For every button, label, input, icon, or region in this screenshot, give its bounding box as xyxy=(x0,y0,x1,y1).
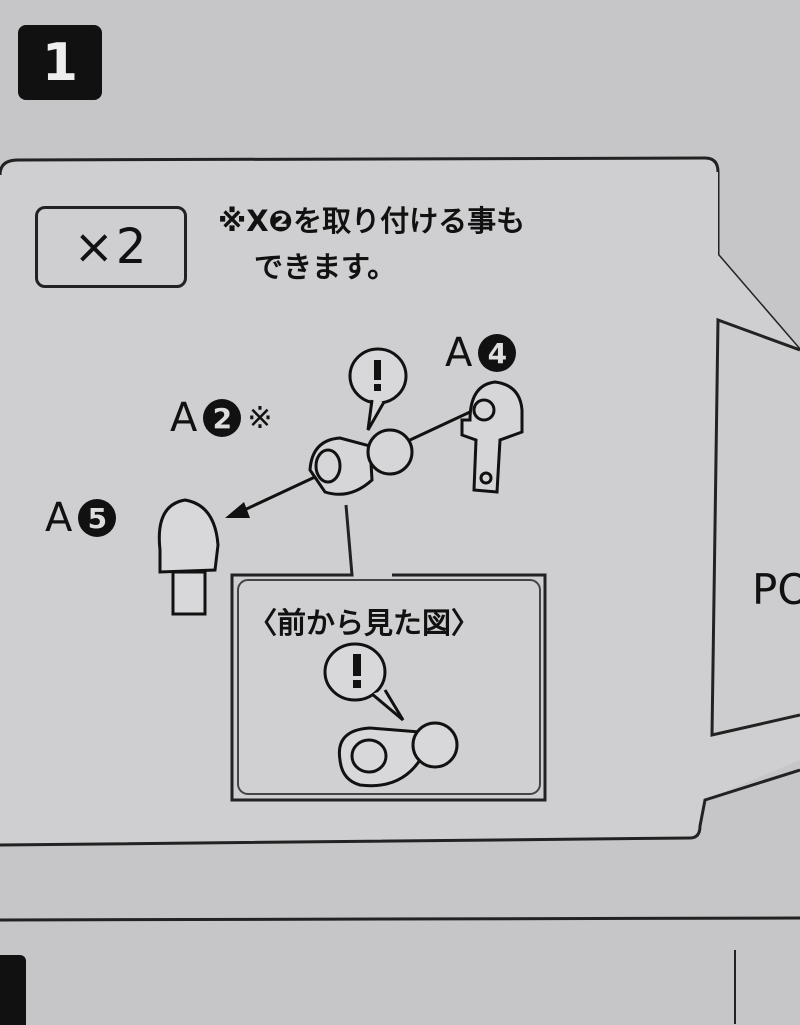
part-note-mark: ※ xyxy=(247,400,273,436)
next-step-badge xyxy=(0,955,26,1025)
instruction-note: ※X❷を取り付ける事も できます。 xyxy=(218,198,525,290)
step-number: 1 xyxy=(41,32,79,93)
next-panel-border xyxy=(0,916,800,922)
front-view-joint xyxy=(337,721,459,788)
warning-bubble-icon xyxy=(348,347,408,431)
part-letter: A xyxy=(45,495,73,541)
side-panel-text: PO xyxy=(752,565,800,614)
note-line-2: できます。 xyxy=(254,250,397,284)
part-label-a5: A 5 xyxy=(45,495,117,541)
note-line-1: ※X❷を取り付ける事も xyxy=(218,204,526,238)
quantity-box: ×2 xyxy=(35,206,187,288)
part-number: 5 xyxy=(78,499,117,537)
step-number-badge: 1 xyxy=(18,25,102,100)
part-label-a2: A 2 ※ xyxy=(170,395,273,441)
front-view-title: 〈前から見た図〉 xyxy=(248,606,481,640)
part-letter: A xyxy=(170,395,198,441)
part-number: 4 xyxy=(478,334,517,372)
front-view-callout xyxy=(230,504,547,802)
part-number: 2 xyxy=(203,399,242,437)
front-view-warning-icon xyxy=(323,642,405,722)
side-panel xyxy=(710,317,800,737)
quantity-label: ×2 xyxy=(73,219,149,275)
part-a2-joint xyxy=(308,428,414,496)
part-letter: A xyxy=(445,330,473,376)
part-a4-bracket xyxy=(460,380,524,494)
arrow-head xyxy=(225,502,250,518)
part-label-a4: A 4 xyxy=(445,330,517,376)
part-a5-cap xyxy=(157,498,220,616)
